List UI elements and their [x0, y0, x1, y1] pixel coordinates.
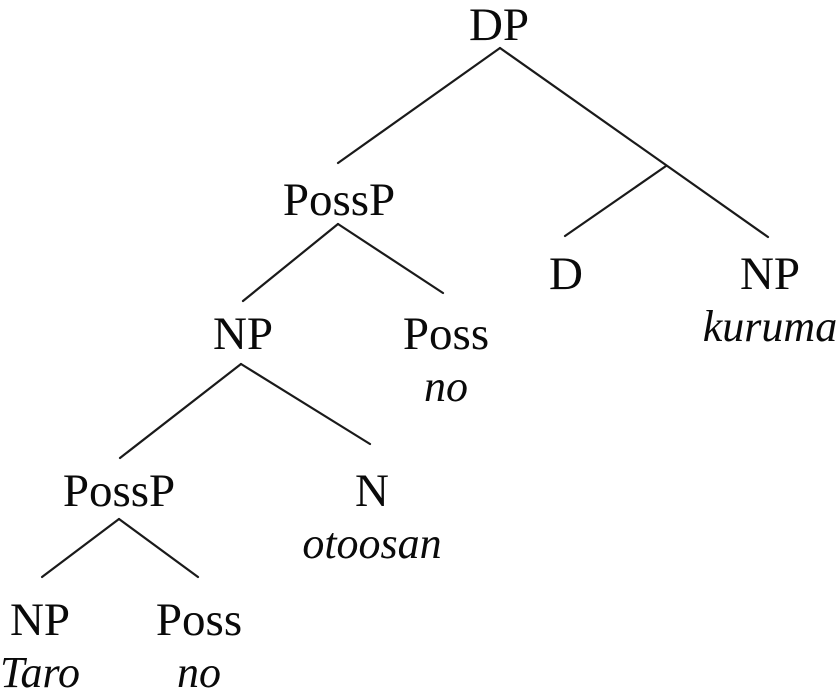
tree-branch-np1-n — [239, 362, 372, 446]
node-terminal-np-kuruma: kuruma — [702, 302, 838, 351]
node-label-dp: DP — [468, 0, 530, 51]
tree-branch-dp-possp1 — [336, 46, 502, 165]
node-terminal-poss-no2: no — [176, 648, 221, 694]
node-label-possp1: PossP — [282, 174, 396, 226]
tree-node-possp1: PossP — [283, 177, 395, 224]
node-label-np-taro: NP — [9, 594, 71, 646]
tree-branch-possp1-poss1 — [336, 222, 445, 295]
node-label-n-otoosan: N — [355, 465, 389, 517]
tree-branch-np1-possp2 — [118, 362, 243, 460]
node-label-poss-no1: Poss — [402, 308, 490, 360]
tree-node-dp: DP — [469, 2, 529, 49]
node-label-np1: NP — [212, 308, 274, 360]
tree-branch-possp1-np1 — [241, 222, 340, 303]
tree-node-possp2: PossP — [63, 468, 175, 515]
tree-branch-dp-np-kuruma — [498, 46, 770, 239]
node-label-d: D — [549, 248, 583, 300]
tree-branch-possp2-poss2 — [117, 517, 200, 579]
node-label-poss-no2: Poss — [155, 594, 243, 646]
node-label-possp2: PossP — [62, 465, 176, 517]
tree-node-np1: NP — [213, 311, 273, 358]
tree-branch-junction-d — [563, 164, 668, 238]
node-terminal-n-otoosan: otoosan — [302, 519, 442, 568]
node-terminal-np-taro: Taro — [0, 648, 80, 694]
node-label-np-kuruma: NP — [739, 248, 801, 300]
node-terminal-poss-no1: no — [423, 362, 468, 411]
tree-branch-possp2-np-taro — [40, 517, 121, 579]
tree-node-d: D — [549, 251, 583, 298]
